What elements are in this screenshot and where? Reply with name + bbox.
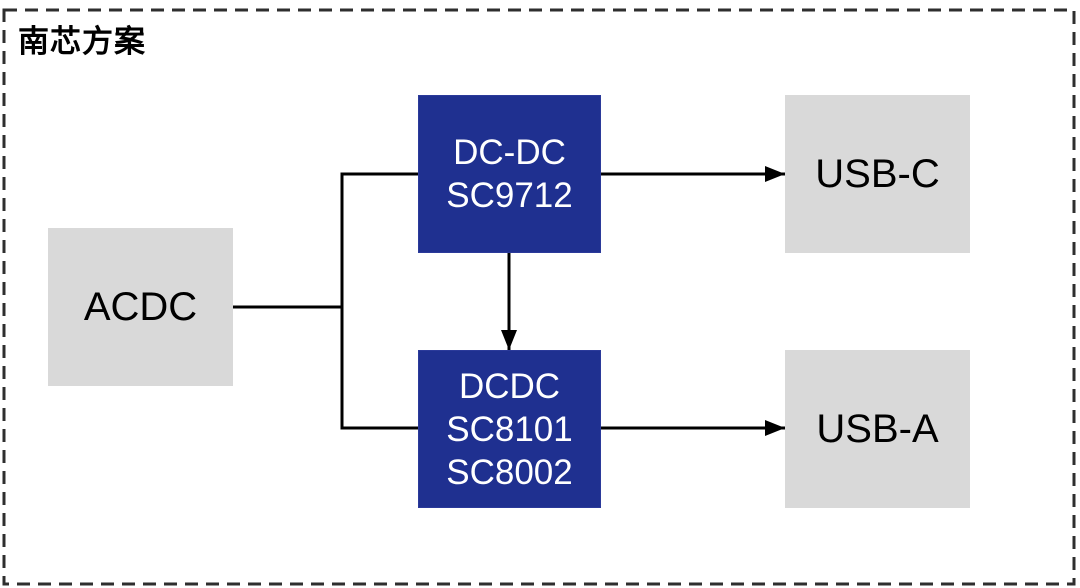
node-dcdc-sc9712-line1: DC-DC: [453, 133, 566, 172]
node-dcdc-sc8101-line1: DCDC: [458, 366, 561, 406]
node-dcdc-sc8101-line3: SC8002: [446, 452, 573, 492]
node-usb-c: USB-C: [785, 95, 970, 253]
node-acdc-label: ACDC: [83, 284, 198, 329]
node-dcdc-sc8101-sc8002: DCDC SC8101 SC8002: [418, 350, 601, 508]
dashed-frame-border: [2, 8, 1076, 586]
node-usb-c-label: USB-C: [815, 151, 940, 196]
diagram-title: 南芯方案: [18, 24, 146, 59]
node-usb-a-label: USB-A: [816, 406, 939, 451]
connector-junction-branches: [340, 172, 418, 430]
node-dcdc-sc9712: DC-DC SC9712: [418, 95, 601, 253]
node-dcdc-sc9712-line2: SC9712: [446, 176, 573, 215]
node-usb-a: USB-A: [785, 350, 970, 508]
node-acdc: ACDC: [48, 228, 233, 386]
node-dcdc-sc8101-line2: SC8101: [446, 409, 573, 449]
